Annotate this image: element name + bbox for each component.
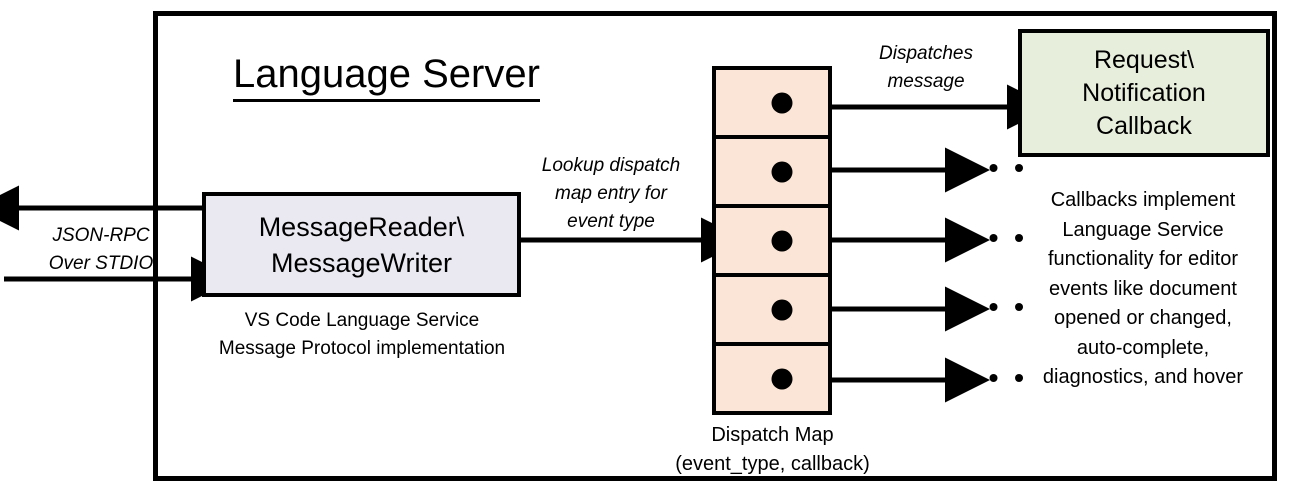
label-lookup-dispatch: Lookup dispatch map entry for event type — [541, 155, 681, 232]
dispatch-map-row[interactable] — [716, 208, 828, 277]
language-server-boundary — [153, 11, 1277, 481]
dispatch-map-caption: Dispatch Map (event_type, callback) — [675, 424, 870, 475]
callback-pointer-dot — [771, 92, 793, 113]
label-dispatches-message: Dispatches message — [879, 43, 973, 92]
message-reader-writer-box[interactable]: MessageReader\ MessageWriter — [202, 192, 521, 297]
message-reader-writer-caption: VS Code Language Service Message Protoco… — [218, 310, 506, 359]
ellipsis-row-2: • • • — [963, 152, 1028, 183]
callback-caption: Callbacks implement Language Service fun… — [1042, 189, 1244, 388]
dispatch-map-table[interactable] — [712, 66, 832, 415]
dispatch-map-row[interactable] — [716, 139, 828, 208]
message-reader-writer-label: MessageReader\ MessageWriter — [258, 211, 465, 278]
dispatch-map-row[interactable] — [716, 277, 828, 346]
request-notification-callback-box[interactable]: Request\ Notification Callback — [1018, 29, 1270, 157]
callback-pointer-dot — [771, 368, 793, 389]
callback-pointer-dot — [771, 230, 793, 251]
dispatch-map-row[interactable] — [716, 346, 828, 411]
dispatch-map-row[interactable] — [716, 70, 828, 139]
label-jsonrpc-over-stdio: JSON-RPC Over STDIO — [48, 225, 154, 274]
request-notification-callback-label: Request\ Notification Callback — [1082, 45, 1206, 140]
callback-pointer-dot — [771, 161, 793, 182]
page-title: Language Server — [233, 50, 540, 102]
callback-pointer-dot — [771, 299, 793, 320]
